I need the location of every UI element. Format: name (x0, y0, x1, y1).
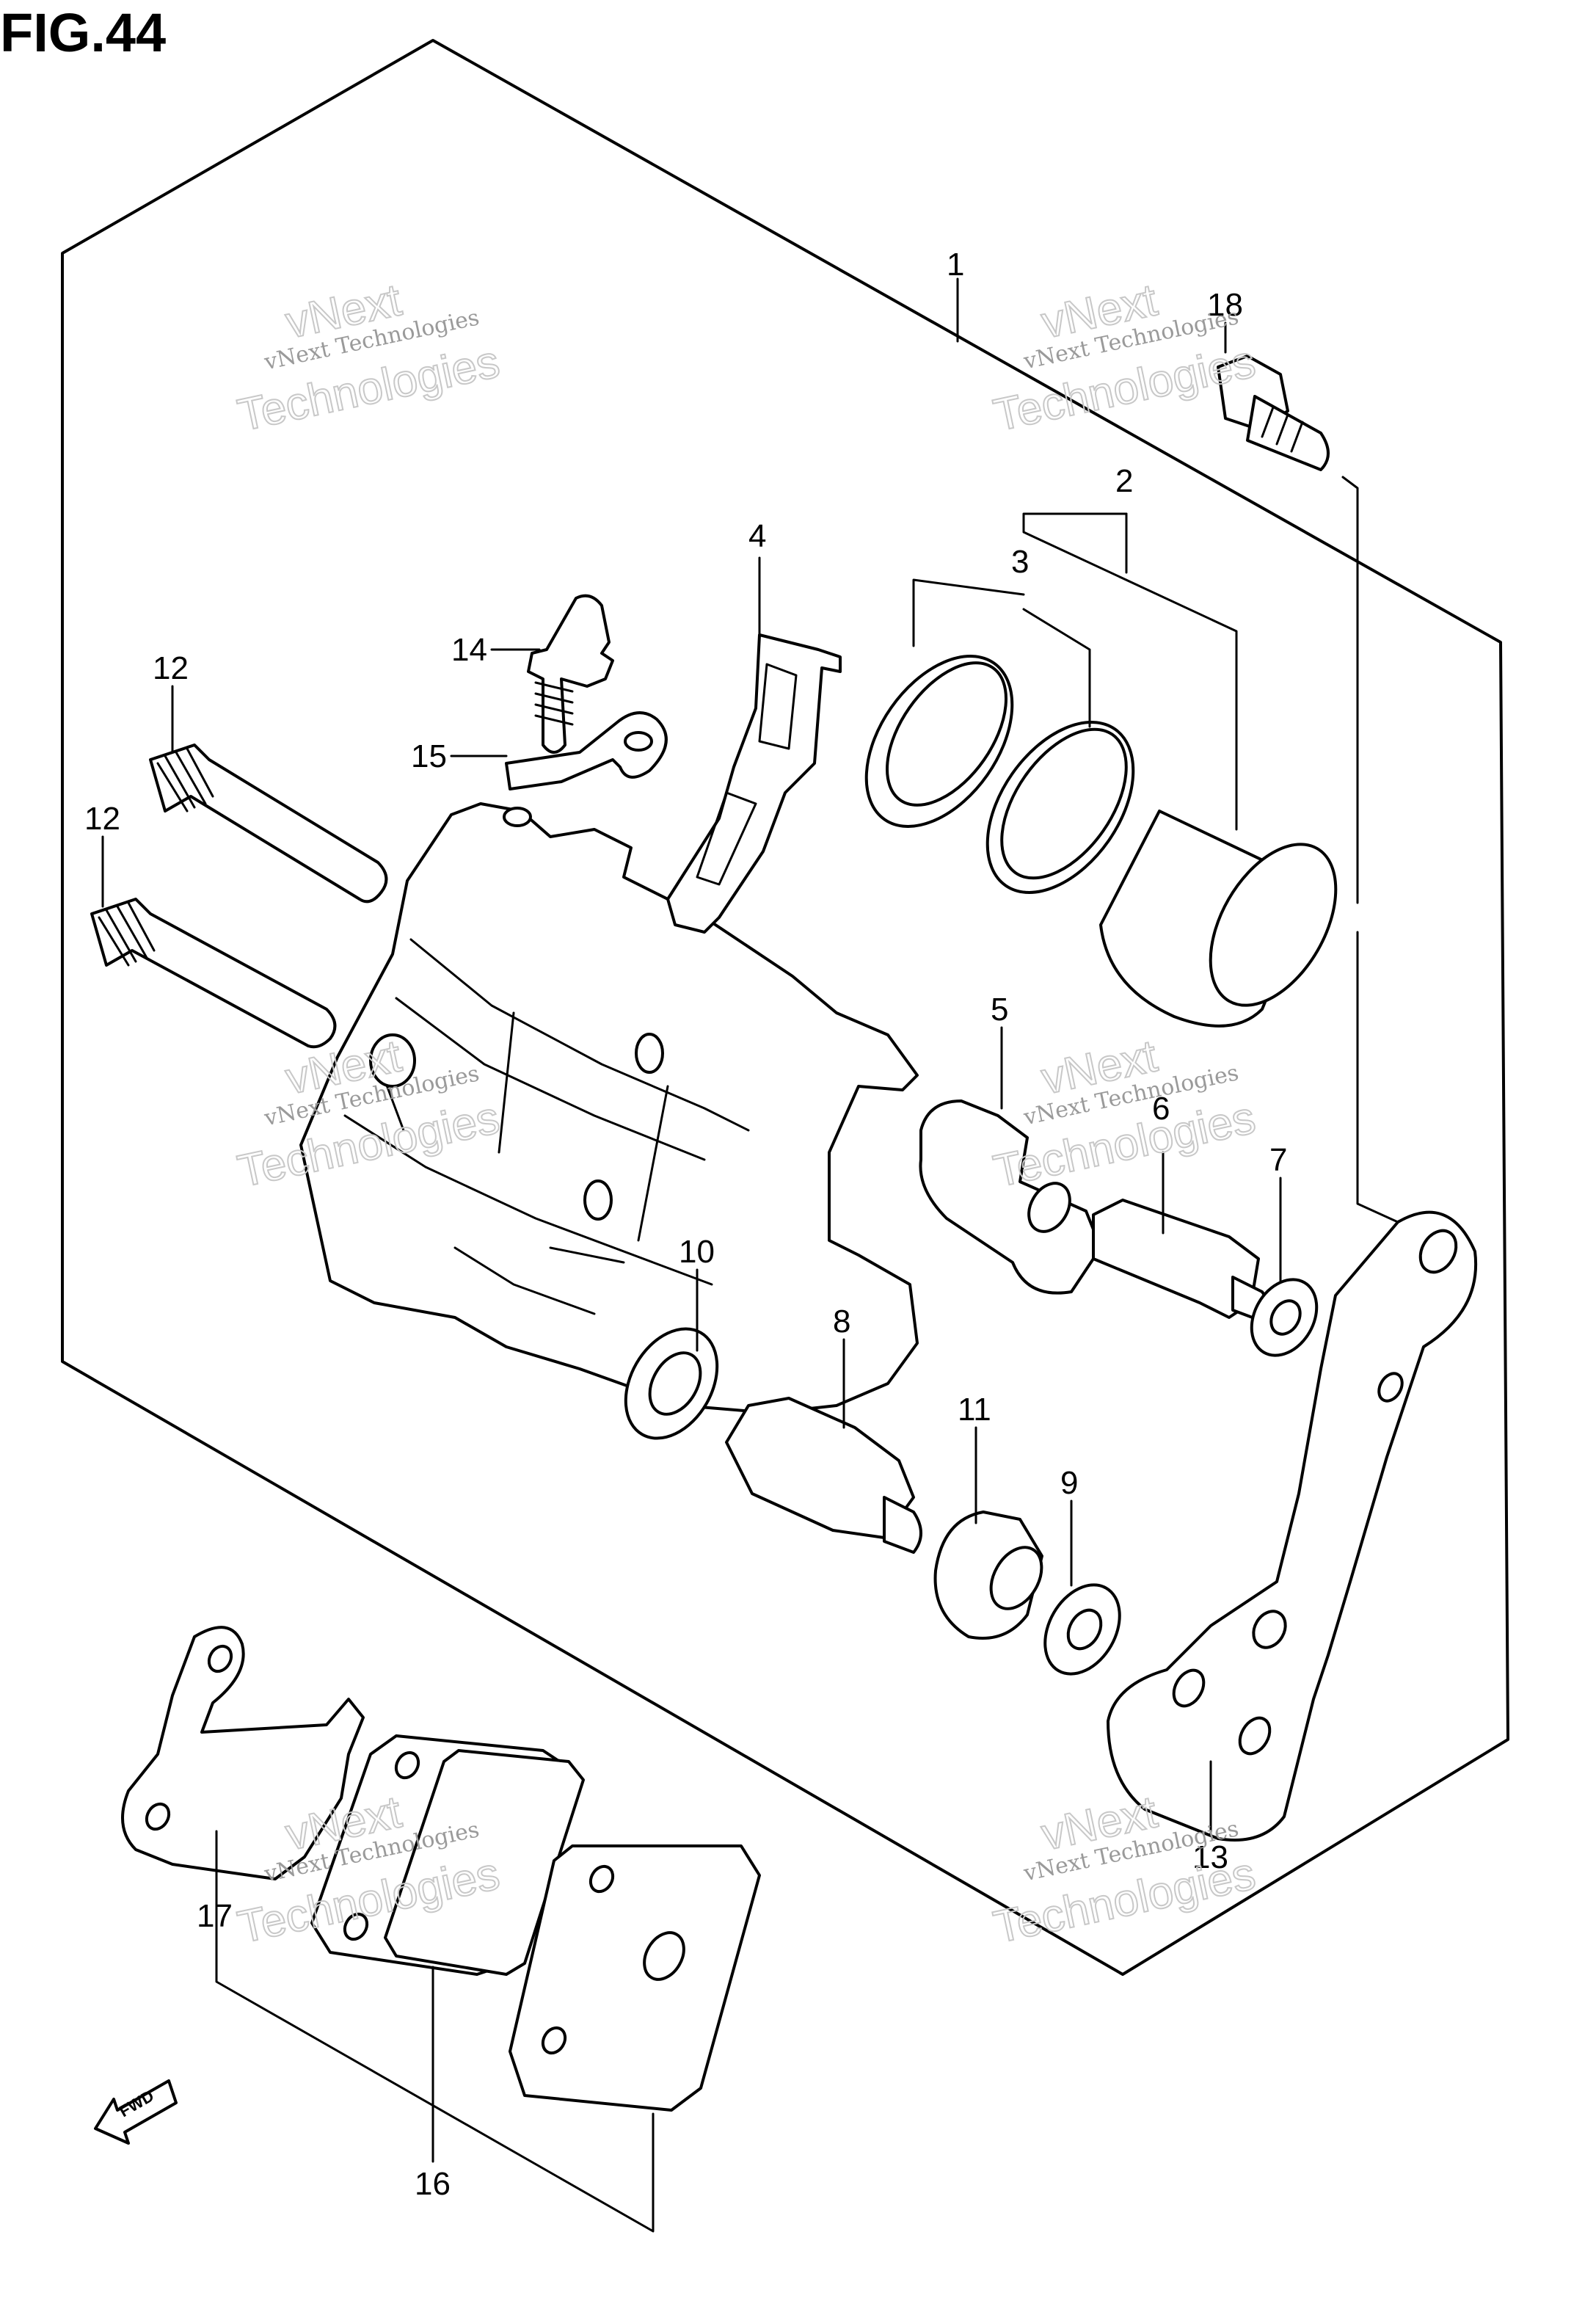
figure-title: FIG.44 (0, 2, 166, 63)
piston-seal (864, 655, 1014, 828)
slide-pin-main (725, 1397, 922, 1554)
callout-labels: 1 2 3 4 5 6 7 8 9 10 11 12 12 13 14 15 1… (84, 247, 1287, 2202)
bleeder-cap (505, 711, 668, 790)
callout-4: 4 (748, 518, 766, 554)
callout-11: 11 (958, 1392, 991, 1428)
callout-17: 17 (197, 1898, 233, 1934)
callout-12-upper: 12 (153, 650, 189, 686)
callout-8: 8 (833, 1304, 850, 1339)
leader-lines (101, 277, 1282, 2233)
piston (1099, 810, 1338, 1028)
caliper-body (299, 802, 919, 1414)
slide-pin-upper (919, 1099, 1102, 1295)
caliper-bracket (1107, 1210, 1478, 1842)
dust-seal (985, 721, 1135, 894)
washer-upper (1250, 1278, 1319, 1357)
brake-pad-front (384, 1749, 585, 1976)
callout-1: 1 (947, 247, 964, 283)
assembly-outline (61, 39, 1509, 1976)
guide-line (1341, 476, 1359, 904)
pin-boot-lower (933, 1511, 1043, 1640)
pad-spring (666, 633, 842, 934)
pin-boot-upper (624, 1327, 719, 1440)
caliper-pin-upper (149, 744, 388, 904)
watermark-top-left: vNext vNext Technologies Technologies (233, 274, 504, 442)
callout-16: 16 (415, 2166, 451, 2202)
fwd-arrow-icon: FWD (94, 2079, 178, 2145)
watermark-top-right: vNext vNext Technologies Technologies (988, 274, 1260, 442)
callout-6: 6 (1152, 1091, 1170, 1127)
callout-5: 5 (991, 992, 1008, 1028)
callout-2: 2 (1115, 463, 1133, 499)
callout-10: 10 (679, 1234, 715, 1270)
callout-13: 13 (1192, 1839, 1228, 1875)
pad-shim (121, 1626, 365, 1880)
watermark-mid-right: vNext vNext Technologies Technologies (988, 1030, 1260, 1198)
washer-lower (1043, 1583, 1121, 1676)
callout-7: 7 (1269, 1142, 1287, 1178)
bleeder-screw (527, 594, 614, 754)
callout-9: 9 (1060, 1465, 1078, 1501)
callout-3: 3 (1011, 544, 1029, 580)
callout-14: 14 (451, 632, 487, 668)
callout-12-lower: 12 (84, 801, 120, 837)
guide-line (1356, 931, 1399, 1224)
callout-18: 18 (1207, 287, 1243, 323)
caliper-pin-lower (90, 898, 337, 1049)
mounting-bolt (1217, 355, 1330, 471)
pad-backing-plate (509, 1844, 761, 2112)
callout-15: 15 (411, 738, 447, 774)
slide-pin-lower (1092, 1199, 1269, 1323)
